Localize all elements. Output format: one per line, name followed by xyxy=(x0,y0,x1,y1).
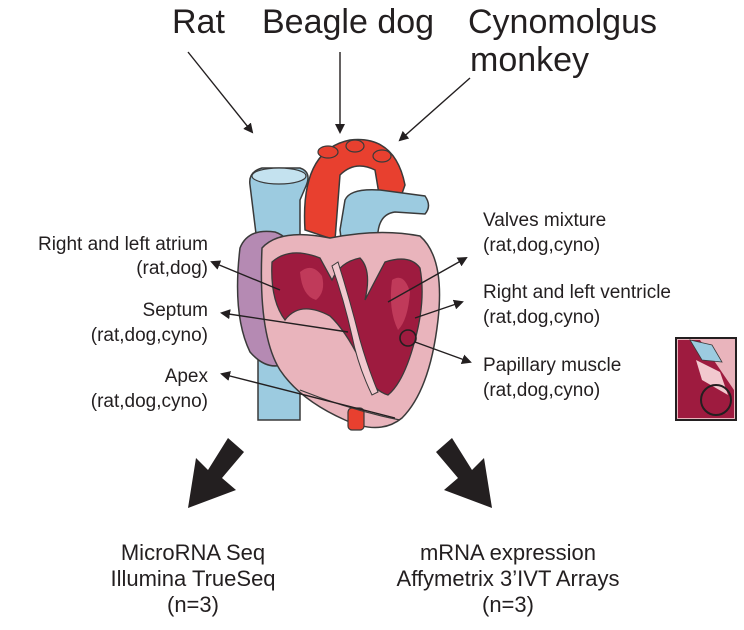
output-microrna-line2: Illumina TrueSeq xyxy=(110,565,276,591)
region-ventricle-name: Right and left ventricle xyxy=(483,282,671,303)
output-mrna: mRNA expression Affymetrix 3’IVT Arrays … xyxy=(372,540,644,618)
region-papillary-species: (rat,dog,cyno) xyxy=(483,380,601,401)
output-arrows xyxy=(188,438,492,508)
papillary-inset xyxy=(675,337,737,421)
region-valves-species: (rat,dog,cyno) xyxy=(483,235,601,256)
output-microrna-line3: (n=3) xyxy=(167,591,219,617)
heart-illustration xyxy=(236,138,441,431)
species-arrows xyxy=(187,51,471,142)
region-apex-species: (rat,dog,cyno) xyxy=(90,391,208,412)
species-dog: Beagle dog xyxy=(262,3,435,41)
species-monkey-line2: monkey xyxy=(470,41,590,79)
region-atrium-species: (rat,dog) xyxy=(136,258,208,279)
species-rat: Rat xyxy=(172,3,225,41)
output-mrna-line2: Affymetrix 3’IVT Arrays xyxy=(396,565,620,591)
region-valves-name: Valves mixture xyxy=(483,210,607,231)
region-atrium-name: Right and left atrium xyxy=(37,234,208,255)
region-papillary-name: Papillary muscle xyxy=(483,355,622,376)
region-ventricle-species: (rat,dog,cyno) xyxy=(483,307,601,328)
output-microrna-line1: MicroRNA Seq xyxy=(120,540,266,565)
species-monkey-line1: Cynomolgus xyxy=(468,3,657,41)
region-apex-name: Apex xyxy=(164,366,208,387)
output-mrna-line1: mRNA expression xyxy=(419,540,597,565)
output-microrna: MicroRNA Seq Illumina TrueSeq (n=3) xyxy=(98,540,288,618)
region-septum-species: (rat,dog,cyno) xyxy=(90,325,208,346)
label-arrows xyxy=(210,257,472,419)
output-mrna-line3: (n=3) xyxy=(482,591,534,617)
region-septum-name: Septum xyxy=(142,300,208,321)
